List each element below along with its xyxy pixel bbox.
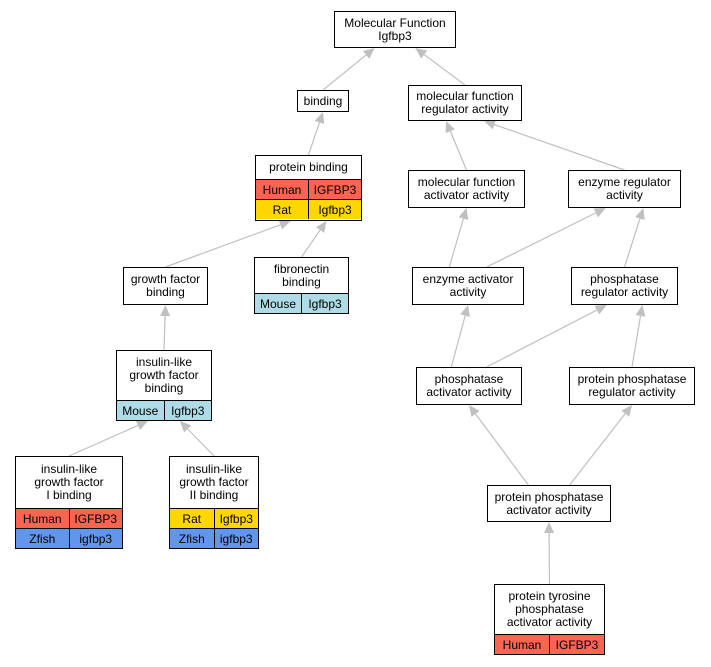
arrowhead	[635, 208, 645, 220]
edge-igf_binding-to-growth_factor_binding	[163, 315, 166, 351]
arrowhead	[415, 48, 428, 59]
node-molecular-function-activator-activity[interactable]: molecular function activator activity	[408, 170, 525, 208]
arrowhead	[315, 221, 327, 233]
node-protein-phosphatase-regulator-activity[interactable]: protein phosphatase regulator activity	[569, 367, 695, 405]
node-label: phosphatase activator activity	[426, 372, 512, 399]
node-label: binding	[303, 93, 343, 108]
annotation-row: Human IGFBP3	[16, 508, 122, 528]
node-label: protein phosphatase activator activity	[494, 489, 604, 517]
node-label: insulin-like growth factor binding	[129, 355, 199, 395]
node-protein-binding[interactable]: protein binding Human IGFBP3 Rat Igfbp3	[255, 155, 362, 221]
edge-phosphatase_activator-to-phosphatase_regulator	[486, 309, 598, 368]
species-cell: Human	[256, 180, 308, 199]
arrowhead	[469, 405, 480, 417]
node-insulin-like-growth-factor-binding[interactable]: insulin-like growth factor binding Mouse…	[116, 350, 212, 421]
arrowhead	[593, 208, 606, 218]
edge-fibronectin_binding-to-protein_binding	[301, 229, 321, 258]
species-cell: Mouse	[117, 401, 164, 420]
arrowhead	[180, 421, 192, 433]
arrowhead	[445, 121, 455, 134]
node-phosphatase-regulator-activity[interactable]: phosphatase regulator activity	[571, 267, 678, 305]
node-phosphatase-activator-activity[interactable]: phosphatase activator activity	[416, 367, 522, 405]
node-insulin-like-growth-factor-ii-binding[interactable]: insulin-like growth factor II binding Ra…	[169, 456, 259, 549]
annotation-row: Zfish igfbp3	[16, 528, 122, 548]
species-cell: Rat	[256, 200, 308, 219]
node-label: insulin-like growth factor I binding	[34, 462, 104, 502]
gene-cell: IGFBP3	[549, 635, 604, 654]
node-enzyme-regulator-activity[interactable]: enzyme regulator activity	[568, 170, 681, 208]
node-label: insulin-like growth factor II binding	[179, 462, 249, 502]
annotation-row: Rat Igfbp3	[256, 199, 361, 219]
gene-cell: Igfbp3	[163, 401, 211, 420]
annotation-row: Human IGFBP3	[256, 179, 361, 199]
node-enzyme-activator-activity[interactable]: enzyme activator activity	[412, 267, 524, 305]
arrowhead	[278, 220, 291, 230]
node-protein-tyrosine-phosphatase-activator-activity[interactable]: protein tyrosine phosphatase activator a…	[494, 584, 605, 655]
edge-protein_phosphatase_activator-to-protein_phosphatase_regulator	[569, 413, 626, 486]
node-fibronectin-binding[interactable]: fibronectin binding Mouse Igfbp3	[254, 257, 349, 314]
edge-protein_binding-to-binding	[307, 122, 321, 156]
species-cell: Zfish	[170, 529, 214, 548]
arrowhead	[621, 405, 632, 417]
arrowhead	[544, 522, 555, 534]
edge-enzyme_regulator-to-mf_regulator	[494, 124, 625, 171]
species-cell: Human	[495, 635, 549, 654]
arrowhead	[362, 48, 375, 59]
edge-protein_phosphatase_regulator-to-phosphatase_regulator	[631, 315, 642, 368]
species-cell: Mouse	[255, 294, 301, 313]
arrowhead	[460, 305, 470, 317]
gene-cell: igfbp3	[68, 529, 122, 548]
node-insulin-like-growth-factor-i-binding[interactable]: insulin-like growth factor I binding Hum…	[15, 456, 123, 549]
node-label: molecular function activator activity	[417, 175, 516, 202]
edge-growth_factor_binding-to-protein_binding	[165, 224, 281, 268]
arrowhead	[594, 305, 607, 315]
node-label: protein phosphatase regulator activity	[577, 372, 687, 399]
annotation-row: Human IGFBP3	[495, 634, 604, 654]
species-cell: Human	[16, 509, 69, 528]
arrowhead	[160, 305, 171, 317]
edge-enzyme_activator-to-enzyme_regulator	[486, 212, 597, 268]
edge-mf_activator-to-mf_regulator	[449, 130, 468, 171]
arrowhead	[458, 208, 469, 220]
gene-cell: Igfbp3	[213, 509, 258, 528]
annotation-row: Mouse Igfbp3	[255, 293, 348, 313]
annotation-row: Mouse Igfbp3	[117, 400, 211, 420]
node-label: phosphatase regulator activity	[580, 272, 669, 299]
arrowhead	[484, 119, 497, 130]
node-molecular-function-regulator-activity[interactable]: molecular function regulator activity	[408, 85, 522, 121]
species-cell: Rat	[170, 509, 214, 528]
gene-cell: Igfbp3	[301, 294, 348, 313]
gene-cell: IGFBP3	[308, 180, 361, 199]
node-growth-factor-binding[interactable]: growth factor binding	[123, 267, 208, 305]
node-label: enzyme regulator activity	[578, 175, 671, 202]
gene-cell: igfbp3	[213, 529, 258, 548]
edge-phosphatase_activator-to-enzyme_activator	[450, 315, 466, 368]
arrowhead	[314, 112, 325, 125]
edge-protein_phosphatase_activator-to-phosphatase_activator	[475, 413, 529, 486]
node-label: fibronectin binding	[273, 261, 330, 289]
node-protein-phosphatase-activator-activity[interactable]: protein phosphatase activator activity	[487, 485, 611, 522]
edge-igf1_binding-to-igf_binding	[68, 424, 139, 457]
arrowhead	[135, 420, 148, 431]
node-molecular-function-root[interactable]: Molecular Function Igfbp3	[334, 11, 456, 48]
node-label: molecular function regulator activity	[416, 89, 514, 116]
annotation-row: Zfish igfbp3	[170, 528, 258, 548]
node-label: Molecular Function Igfbp3	[344, 15, 446, 43]
edge-enzyme_activator-to-mf_activator	[448, 218, 465, 268]
node-label: enzyme activator activity	[422, 272, 514, 299]
node-binding[interactable]: binding	[297, 90, 349, 112]
node-label: growth factor binding	[130, 272, 201, 299]
species-cell: Zfish	[16, 529, 69, 548]
edge-mf_regulator-to-mf_root	[423, 54, 466, 86]
gene-cell: IGFBP3	[68, 509, 122, 528]
edge-phosphatase_regulator-to-enzyme_regulator	[623, 218, 641, 268]
node-label: protein binding	[269, 160, 348, 174]
edge-igf2_binding-to-igf_binding	[187, 428, 215, 457]
gene-cell: Igfbp3	[308, 200, 361, 219]
node-label: protein tyrosine phosphatase activator a…	[506, 589, 593, 629]
annotation-row: Rat Igfbp3	[170, 508, 258, 528]
edge-binding-to-mf_root	[322, 54, 367, 91]
arrowhead	[635, 305, 646, 317]
